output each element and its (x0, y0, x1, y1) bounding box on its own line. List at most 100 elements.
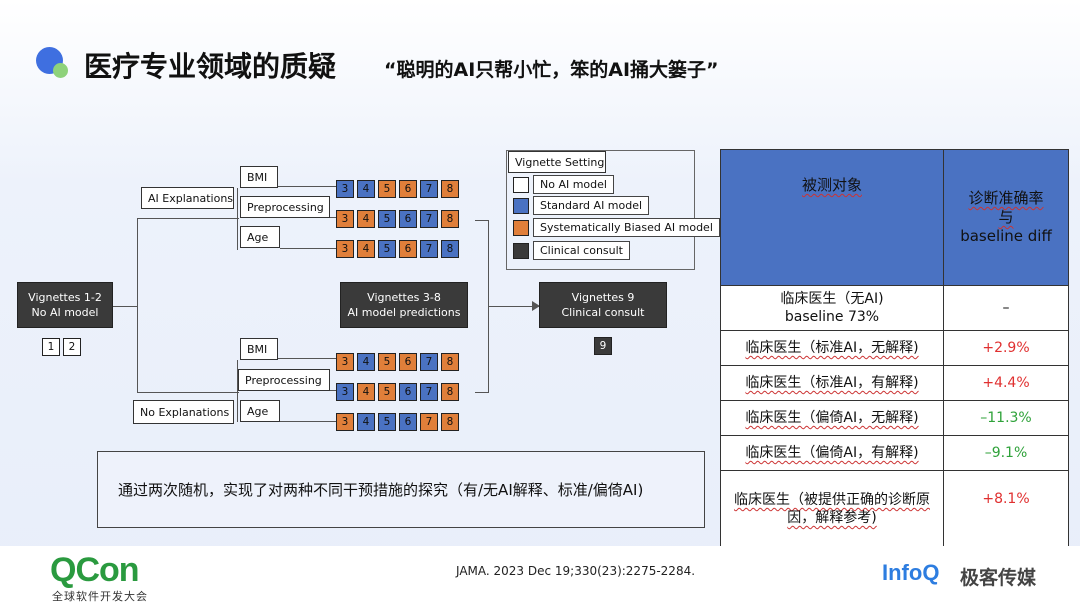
vignette-number: 6 (399, 413, 417, 431)
page-title: 医疗专业领域的质疑 (84, 50, 337, 83)
vignettes-3-8-node: Vignettes 3-8 AI model predictions (340, 282, 468, 328)
diff-cell: +8.1% (943, 470, 1069, 551)
table-row: 临床医生（偏倚AI，无解释) –11.3% (720, 400, 1069, 436)
vignettes-3-8-subtitle: AI model predictions (347, 306, 461, 319)
vignette-number: 4 (357, 240, 375, 258)
vignettes-9-subtitle: Clinical consult (561, 306, 645, 319)
legend-item-label: No AI model (533, 175, 614, 194)
vignette-number: 5 (378, 413, 396, 431)
table-header-row: 被测对象 诊断准确率 与 baseline diff (720, 149, 1069, 286)
vignette-number: 4 (357, 383, 375, 401)
vignette-number: 1 (42, 338, 60, 356)
vignette-number: 7 (420, 180, 438, 198)
vignettes-1-2-subtitle: No AI model (31, 306, 99, 319)
arm-label-preprocessing-bottom: Preprocessing (238, 369, 330, 391)
subject-cell: 临床医生（标准AI，有解释) (720, 365, 944, 401)
subject-line: 临床医生（偏倚AI，无解释) (745, 410, 919, 426)
vignette-number: 3 (336, 353, 354, 371)
header-line: 与 (998, 208, 1014, 226)
vignettes-9-numbers: 9 (594, 337, 612, 355)
subject-line: 临床医生（标准AI，有解释) (745, 375, 919, 391)
vignette-number: 8 (441, 383, 459, 401)
title-bullet-accent-icon (53, 63, 68, 78)
vignettes-3-8-title: Vignettes 3-8 (367, 291, 441, 304)
vignette-number: 3 (336, 180, 354, 198)
legend-item-label: Clinical consult (533, 241, 630, 260)
legend-swatch-icon (513, 197, 529, 214)
vignette-number: 6 (399, 210, 417, 228)
vignette-number: 8 (441, 413, 459, 431)
vignettes-1-2-node: Vignettes 1-2 No AI model (17, 282, 113, 328)
vignette-number: 7 (420, 383, 438, 401)
vignette-number: 8 (441, 353, 459, 371)
arm-label-preprocessing-top: Preprocessing (240, 196, 330, 218)
note-box: 通过两次随机，实现了对两种不同干预措施的探究（有/无AI解释、标准/偏倚AI) (97, 451, 705, 528)
vignette-number: 3 (336, 210, 354, 228)
subject-cell: 临床医生（被提供正确的诊断原因，解释参考) (720, 470, 944, 551)
subject-line: 临床医生（标准AI，无解释) (745, 340, 919, 356)
legend-item-label: Systematically Biased AI model (533, 218, 720, 237)
citation: JAMA. 2023 Dec 19;330(23):2275-2284. (456, 564, 696, 578)
vignette-number: 4 (357, 180, 375, 198)
table-row: 临床医生（无AI) baseline 73% – (720, 285, 1069, 331)
vignettes-1-2-title: Vignettes 1-2 (28, 291, 102, 304)
table-header-subject: 被测对象 (720, 149, 944, 286)
no-explanations-label: No Explanations (133, 400, 234, 424)
vignette-number: 8 (441, 180, 459, 198)
legend-item-biased-ai: Systematically Biased AI model (513, 218, 720, 237)
subject-cell: 临床医生（偏倚AI，无解释) (720, 400, 944, 436)
vignette-setting-legend (506, 150, 695, 270)
arrow-icon (532, 301, 540, 311)
footer (0, 546, 1080, 606)
diff-cell: –11.3% (943, 400, 1069, 436)
vignette-number: 7 (420, 353, 438, 371)
diff-cell: +2.9% (943, 330, 1069, 366)
vignette-number: 6 (399, 180, 417, 198)
vignette-number: 5 (378, 353, 396, 371)
vignette-number: 3 (336, 383, 354, 401)
table-row: 临床医生（偏倚AI，有解释)–9.1% (720, 435, 1069, 471)
header-text: 被测对象 (801, 176, 862, 194)
vignettes-9-title: Vignettes 9 (571, 291, 635, 304)
legend-item-clinical-consult: Clinical consult (513, 241, 630, 260)
legend-swatch-icon (513, 219, 529, 236)
ai-explanations-label: AI Explanations (141, 187, 234, 209)
qcon-logo: QCon (50, 551, 140, 589)
table-header-diff: 诊断准确率 与 baseline diff (943, 149, 1069, 286)
vignette-number: 6 (399, 383, 417, 401)
vignette-number: 3 (336, 240, 354, 258)
legend-item-label: Standard AI model (533, 196, 650, 215)
vignette-number: 4 (357, 210, 375, 228)
vignette-number: 9 (594, 337, 612, 355)
header-line: 诊断准确率 (968, 189, 1044, 207)
diff-cell: – (943, 285, 1069, 331)
diff-cell: +4.4% (943, 365, 1069, 401)
qcon-tagline: 全球软件开发大会 (52, 590, 148, 603)
vignette-number: 2 (63, 338, 81, 356)
subject-line: baseline 73% (784, 309, 880, 325)
vignette-number: 4 (357, 353, 375, 371)
header-line: baseline diff (960, 227, 1052, 245)
subject-line: 临床医生（被提供正确的诊断原 (734, 492, 930, 508)
jike-logo: 极客传媒 (960, 567, 1037, 589)
subject-cell: 临床医生（标准AI，无解释) (720, 330, 944, 366)
legend-item-standard-ai: Standard AI model (513, 196, 650, 215)
vignette-number: 5 (378, 210, 396, 228)
vignette-number: 7 (420, 210, 438, 228)
table-row: 临床医生（标准AI，无解释) +2.9% (720, 330, 1069, 366)
arm-label-bmi-bottom: BMI (240, 338, 278, 360)
table-row: 临床医生（标准AI，有解释) +4.4% (720, 365, 1069, 401)
subject-cell: 临床医生（无AI) baseline 73% (720, 285, 944, 331)
subject-line: 临床医生（偏倚AI，有解释) (745, 445, 919, 461)
vignettes-1-2-numbers: 1 2 (42, 338, 81, 356)
vignette-number: 5 (378, 240, 396, 258)
vignette-number: 7 (420, 240, 438, 258)
subject-line: 因，解释参考) (787, 510, 877, 526)
vignette-number: 6 (399, 353, 417, 371)
subject-line: 临床医生（无AI) (780, 291, 884, 307)
